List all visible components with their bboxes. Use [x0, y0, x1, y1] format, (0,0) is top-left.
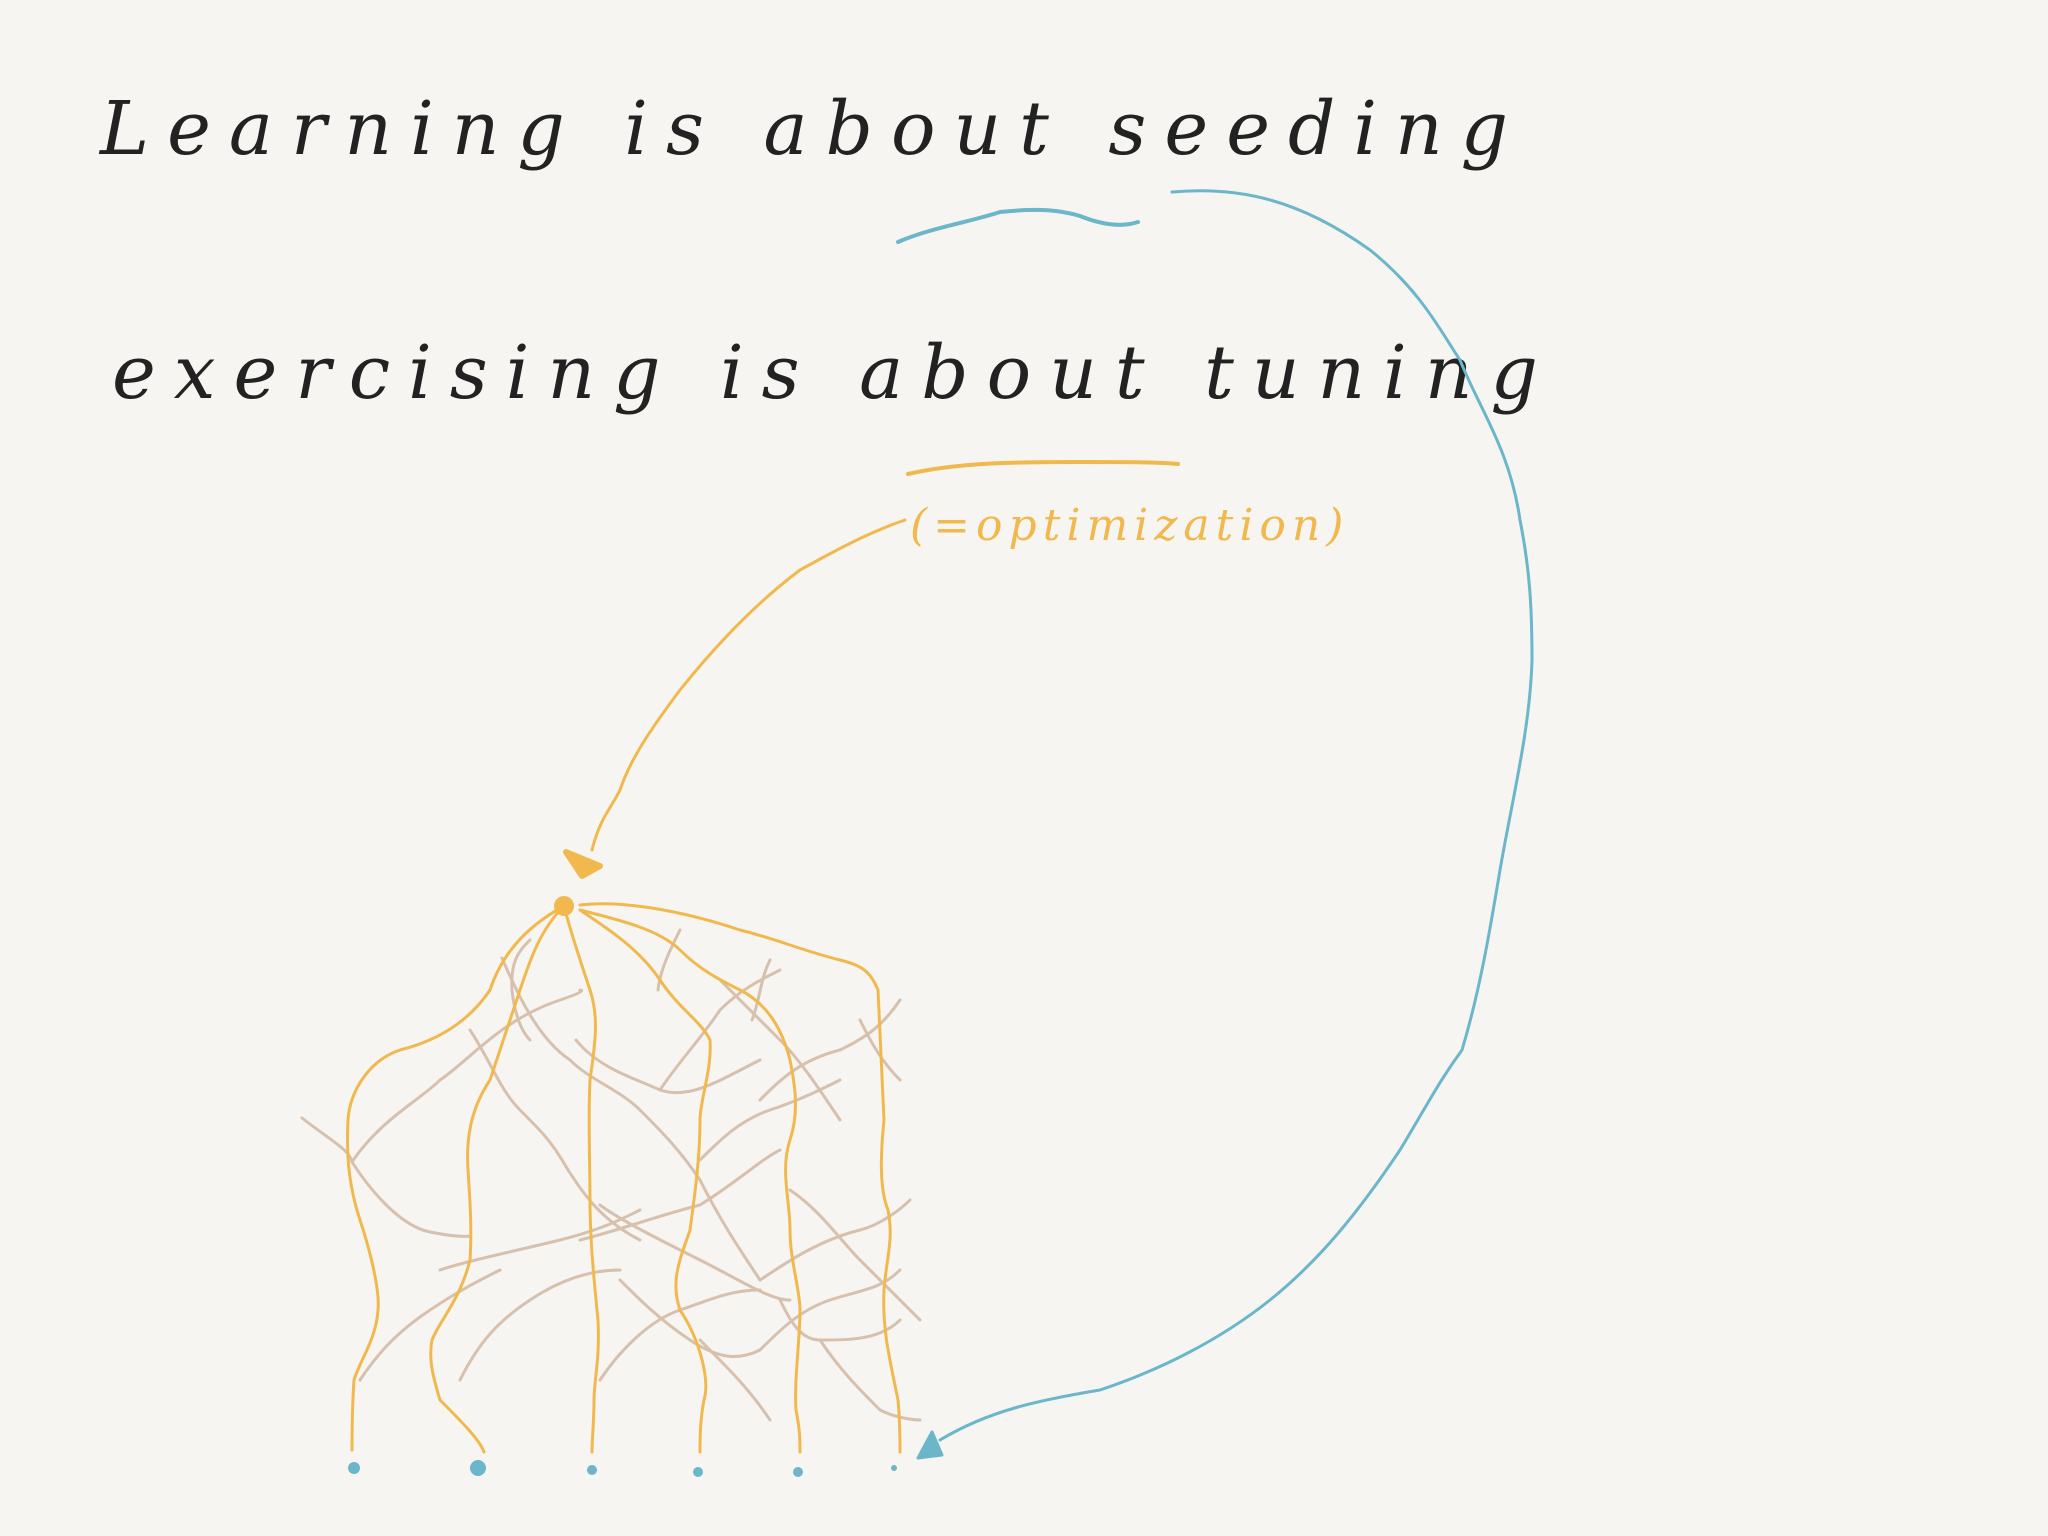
seeding-arrow [938, 189, 1534, 1442]
leaf-node [891, 1465, 897, 1471]
leaf-node [793, 1467, 803, 1477]
leaf-node [470, 1460, 486, 1476]
leaf-node [348, 1462, 360, 1474]
heading-learning-seeding: Learning is about seeding [100, 86, 1527, 172]
seeding-arrowhead [916, 1430, 944, 1460]
leaf-node [587, 1465, 597, 1475]
optimization-annotation: (=optimization) [910, 500, 1350, 551]
leaf-node [693, 1467, 703, 1477]
tuning-arrow [590, 518, 907, 852]
tuning-arrowhead [563, 849, 603, 879]
heading-exercising-tuning: exercising is about tuning [112, 330, 1556, 416]
seeding-underline [896, 207, 1140, 244]
network-cross-links [300, 928, 922, 1422]
network-root-node [554, 896, 574, 916]
tuning-underline [906, 460, 1180, 476]
network-tuning-paths [346, 902, 902, 1454]
network-leaf-nodes [348, 1460, 897, 1477]
